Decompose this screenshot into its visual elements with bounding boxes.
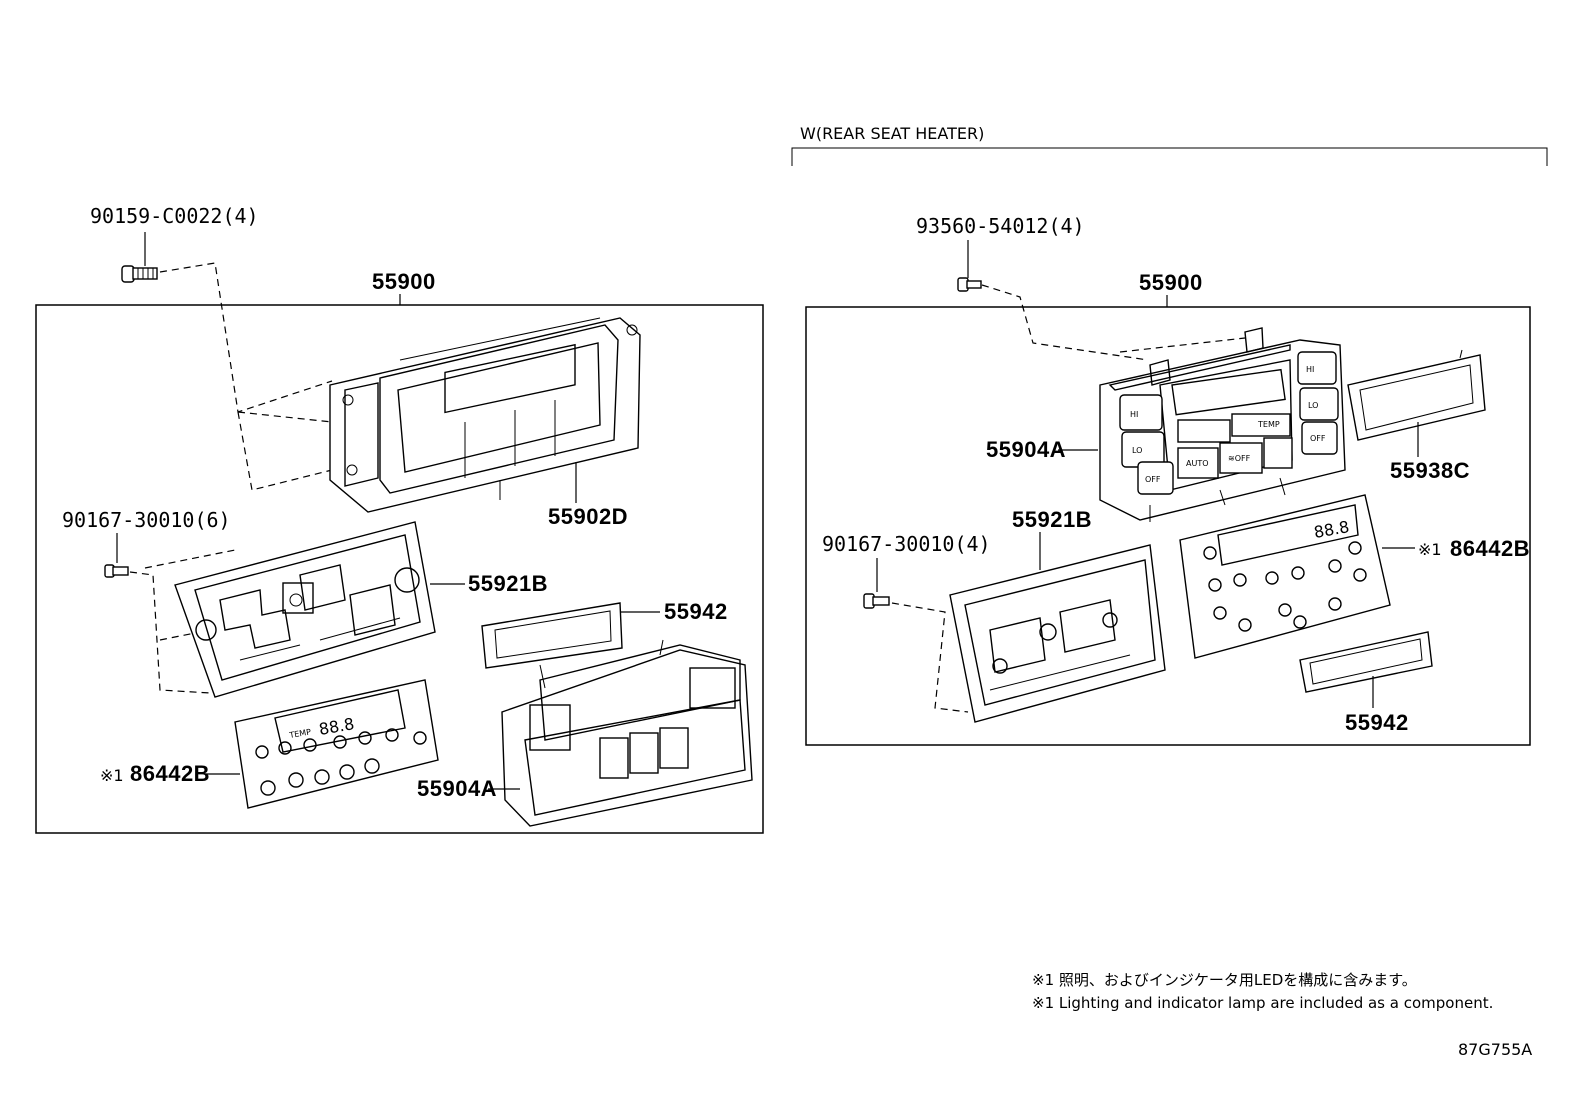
right-group-frame: [805, 306, 1531, 746]
right-panel-55904A[interactable]: HI LO OFF HI LO OFF TEMP AUTO ≋OFF: [1099, 327, 1346, 522]
right-cover-label: 55938C: [1390, 458, 1470, 483]
left-board-prefix: ※1: [100, 766, 124, 785]
variant-bracket: [791, 147, 1548, 166]
footnote-english: ※1 Lighting and indicator lamp are inclu…: [1032, 994, 1493, 1012]
left-screw-top[interactable]: [121, 265, 158, 283]
left-assembly-label: 55900: [372, 269, 436, 294]
left-bracket-55921B[interactable]: [174, 521, 436, 698]
left-panel-55904A[interactable]: [501, 639, 753, 827]
right-screw-mid[interactable]: [863, 593, 890, 609]
right-board-86442B[interactable]: 88.8: [1179, 494, 1391, 659]
svg-text:LO: LO: [1132, 446, 1142, 455]
svg-text:LO: LO: [1308, 401, 1318, 410]
left-bezel-label: 55902D: [548, 504, 628, 529]
left-bezel-55902D[interactable]: [329, 317, 641, 513]
right-lens-55942[interactable]: [1299, 631, 1433, 693]
footnote-japanese: ※1 照明、およびインジケータ用LEDを構成に含みます。: [1032, 971, 1417, 989]
svg-text:TEMP: TEMP: [1257, 420, 1280, 429]
right-bracket-label: 55921B: [1012, 507, 1092, 532]
left-screw-top-label: 90159-C0022(4): [90, 204, 259, 228]
right-screw-top[interactable]: [957, 277, 982, 292]
right-bracket-55921B[interactable]: [949, 544, 1166, 723]
right-board-prefix: ※1: [1418, 540, 1442, 559]
left-lens-55942[interactable]: [481, 602, 623, 669]
left-board-label: 86442B: [130, 761, 210, 786]
right-screw-mid-label: 90167-30010(4): [822, 532, 991, 556]
left-bracket-label: 55921B: [468, 571, 548, 596]
right-board-label: 86442B: [1450, 536, 1530, 561]
right-cover-55938C[interactable]: [1347, 349, 1486, 441]
svg-text:AUTO: AUTO: [1186, 459, 1209, 468]
left-screw-mid[interactable]: [104, 564, 129, 578]
right-panel-label: 55904A: [986, 437, 1066, 462]
right-screw-top-label: 93560-54012(4): [916, 214, 1085, 238]
variant-label: W(REAR SEAT HEATER): [800, 124, 984, 143]
right-assembly-label: 55900: [1139, 270, 1203, 295]
svg-text:OFF: OFF: [1145, 475, 1161, 484]
left-panel-label: 55904A: [417, 776, 497, 801]
left-lens-label: 55942: [664, 599, 728, 624]
svg-text:HI: HI: [1306, 365, 1314, 374]
svg-text:HI: HI: [1130, 410, 1138, 419]
svg-text:≋OFF: ≋OFF: [1228, 454, 1251, 463]
right-lens-label: 55942: [1345, 710, 1409, 735]
left-screw-mid-label: 90167-30010(6): [62, 508, 231, 532]
left-board-86442B[interactable]: TEMP 88.8: [234, 679, 439, 809]
svg-text:TEMP: TEMP: [288, 727, 312, 740]
figure-id: 87G755A: [1458, 1040, 1532, 1059]
svg-text:OFF: OFF: [1310, 434, 1326, 443]
